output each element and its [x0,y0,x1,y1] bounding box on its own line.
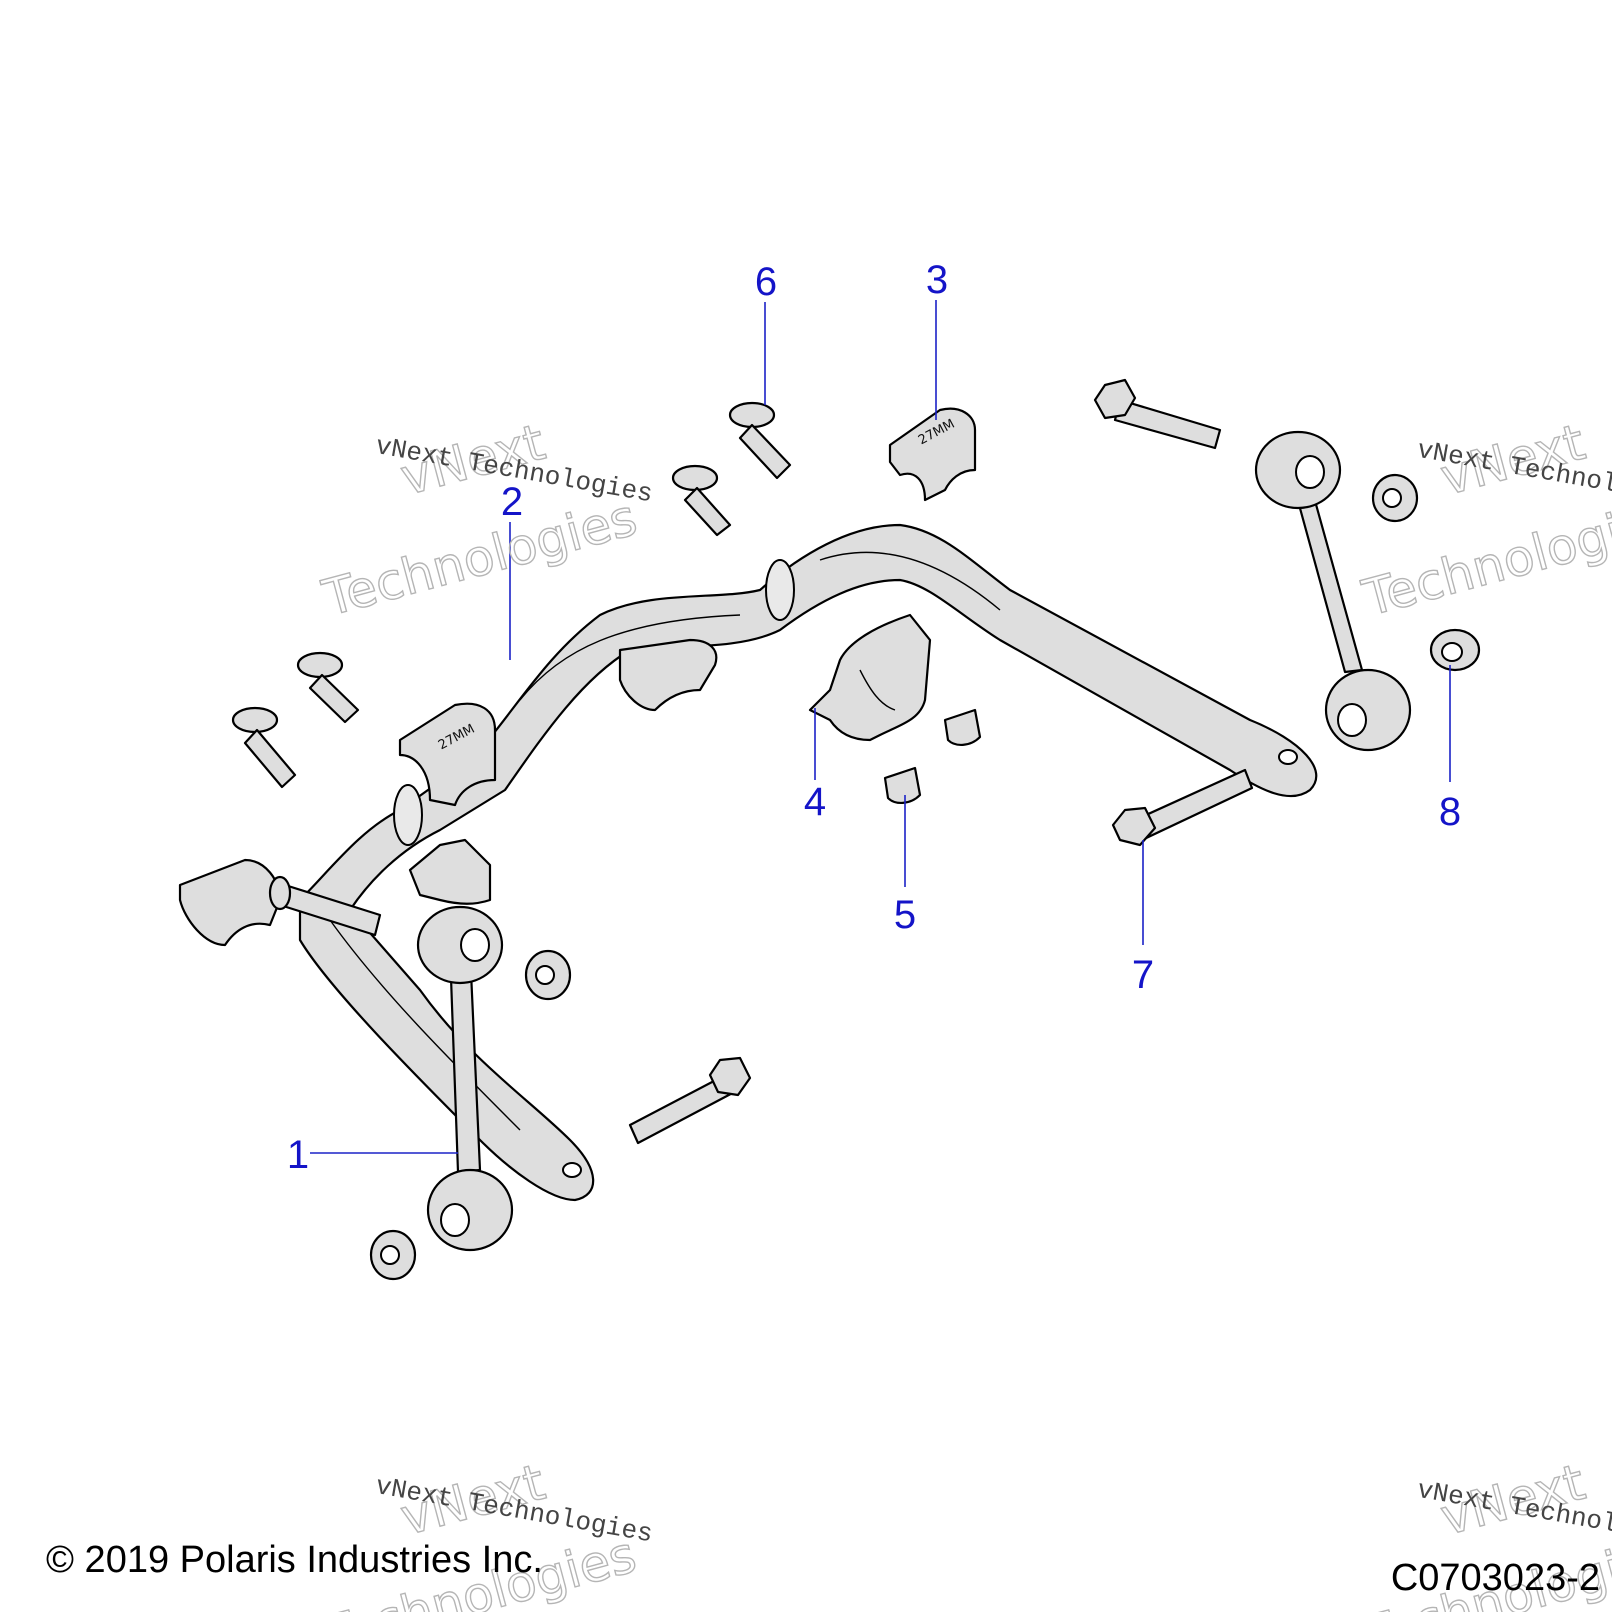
callout-6: 6 [755,260,777,304]
flange-bolt-left [628,1056,752,1145]
carriage-bolt-2 [671,464,732,537]
bushing-clamp [808,613,932,742]
bushing-split-middle [618,638,718,712]
stabilizer-bar [298,523,1318,1202]
flange-nut-left [524,949,572,1001]
flange-bolt-right [1111,768,1254,847]
rivet-insert-2 [943,708,982,746]
callout-4: 4 [804,780,826,824]
flange-bolt-middle [268,875,382,937]
flange-nut-bottom [369,1229,417,1281]
flange-bolt-top [1093,378,1222,450]
carriage-bolt-3 [296,651,360,724]
watermark-bottom-left: vNext Technologies vNext Technologies [315,1452,655,1612]
callout-5: 5 [894,893,916,937]
carriage-bolt-4 [231,706,297,789]
leader-lines [310,300,1451,1154]
copyright-text: © 2019 Polaris Industries Inc. [46,1539,543,1581]
callout-1: 1 [287,1133,309,1177]
callout-8: 8 [1439,790,1461,834]
callout-3: 3 [926,258,948,302]
carriage-bolt-top [728,401,792,480]
stabilizer-link-right [1254,430,1412,752]
flange-nut-right [1429,628,1481,672]
bushing-top: 27MM [888,407,977,502]
figure-id: C0703023-2 [1391,1557,1600,1599]
bushing-on-bar: 27MM [398,702,497,807]
callout-numbers: 1 2 3 4 5 6 7 8 [287,258,1461,1177]
svg-text:Technologies: Technologies [316,488,642,627]
bushing-clamp-2 [408,838,492,905]
rivet-insert-1 [883,766,922,804]
flange-nut-top [1371,473,1419,523]
stabilizer-link-left [416,905,514,1252]
callout-2: 2 [501,480,523,524]
callout-7: 7 [1132,953,1154,997]
watermark-top-left: vNext Technologies vNext Technologies [316,412,655,628]
bushing-split-left [178,858,282,947]
